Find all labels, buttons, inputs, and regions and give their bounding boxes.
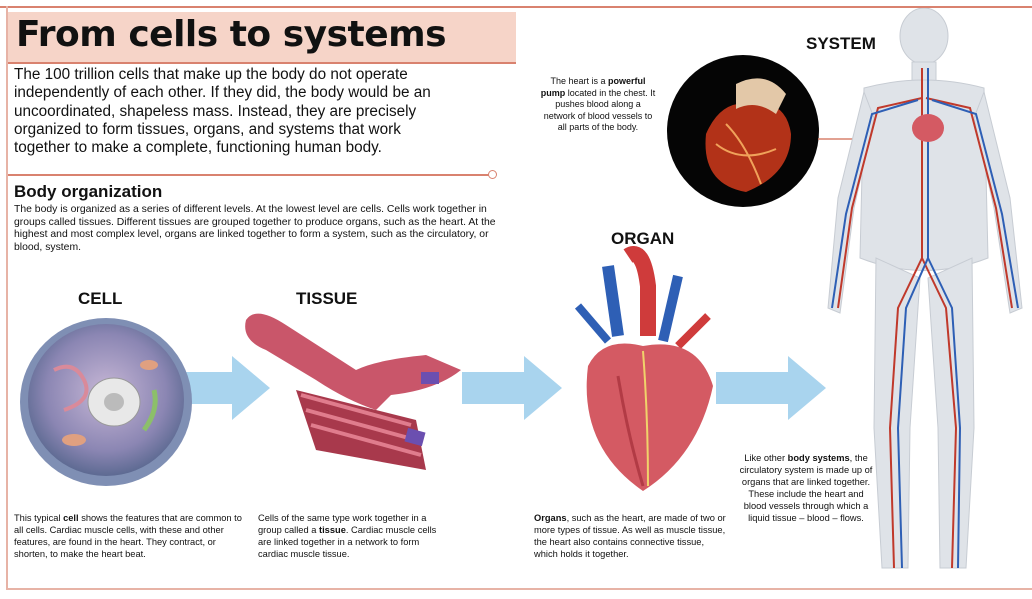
right-arrow-icon — [462, 356, 562, 420]
divider-end-dot — [488, 170, 497, 179]
right-arrow-icon — [180, 356, 270, 420]
section-heading: Body organization — [14, 182, 163, 201]
heart-illustration — [574, 246, 713, 491]
section-body: The body is organized as a series of dif… — [14, 204, 496, 253]
top-border — [0, 6, 1032, 8]
left-border — [6, 6, 8, 590]
page-title: From cells to systems — [16, 14, 447, 55]
organ-caption: Organs, such as the heart, are made of t… — [534, 513, 726, 559]
title-banner: From cells to systems — [8, 12, 516, 64]
system-caption: Like other body systems, the circulatory… — [739, 453, 873, 523]
circulatory-system-illustration — [827, 8, 1023, 569]
tissue-label: TISSUE — [296, 289, 358, 308]
intro-paragraph: The 100 trillion cells that make up the … — [14, 66, 431, 157]
system-label: SYSTEM — [806, 34, 876, 53]
heart-scan-image — [667, 55, 819, 207]
tissue-caption: Cells of the same type work together in … — [258, 513, 437, 559]
heart-scan-caption: The heart is a powerful pump located in … — [540, 76, 656, 133]
section-divider — [8, 174, 492, 176]
cell-label: CELL — [78, 289, 123, 308]
organ-label: ORGAN — [611, 229, 675, 248]
muscle-tissue-illustration — [245, 313, 461, 470]
cell-caption: This typical cell shows the features tha… — [14, 513, 242, 559]
right-arrow-icon — [716, 356, 826, 420]
bottom-border — [6, 588, 1032, 590]
cell-illustration — [20, 318, 192, 486]
